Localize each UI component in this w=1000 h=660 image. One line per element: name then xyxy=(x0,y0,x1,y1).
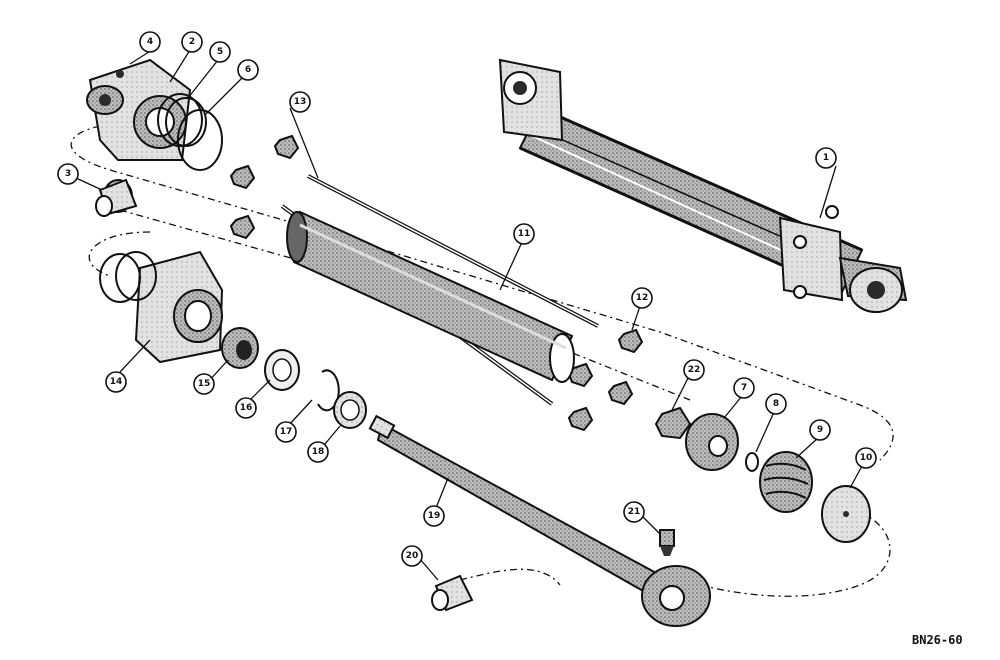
callout-14-label: 14 xyxy=(110,377,123,387)
callout-21-label: 21 xyxy=(628,507,641,517)
piston-nut xyxy=(654,406,692,440)
grease-fitting xyxy=(659,529,675,556)
assembly-guide-lines xyxy=(70,125,894,597)
callout-18: 18 xyxy=(307,441,329,463)
callout-1-label: 1 xyxy=(823,153,829,163)
callout-16: 16 xyxy=(235,397,257,419)
callout-12-label: 12 xyxy=(636,293,649,303)
callout-16-label: 16 xyxy=(240,403,253,413)
bushing-3 xyxy=(95,178,138,217)
callout-5: 5 xyxy=(209,41,231,63)
callout-17: 17 xyxy=(275,421,297,443)
rod-seal xyxy=(221,327,259,369)
callout-20: 20 xyxy=(401,545,423,567)
washer-16 xyxy=(264,349,300,391)
callout-5-label: 5 xyxy=(217,47,223,57)
callout-8: 8 xyxy=(765,393,787,415)
callout-13: 13 xyxy=(289,91,311,113)
callout-4: 4 xyxy=(139,31,161,53)
callout-13-label: 13 xyxy=(294,97,307,107)
callout-2: 2 xyxy=(181,31,203,53)
callout-21: 21 xyxy=(623,501,645,523)
cylinder-tube xyxy=(286,210,575,383)
packing-rings xyxy=(157,93,207,147)
callout-11-label: 11 xyxy=(518,229,531,239)
callout-1: 1 xyxy=(815,147,837,169)
callout-18-label: 18 xyxy=(312,447,325,457)
callout-7-label: 7 xyxy=(741,383,747,393)
cylinder-cap xyxy=(86,58,192,161)
callout-3: 3 xyxy=(57,163,79,185)
piston-packing xyxy=(759,451,813,513)
callout-7: 7 xyxy=(733,377,755,399)
callout-14: 14 xyxy=(105,371,127,393)
piston-plate xyxy=(821,485,871,543)
snap-ring-17 xyxy=(317,369,340,412)
o-ring-8 xyxy=(745,452,759,472)
callout-6-label: 6 xyxy=(245,65,251,75)
callout-20-label: 20 xyxy=(406,551,419,561)
callout-2-label: 2 xyxy=(189,37,195,47)
callout-6: 6 xyxy=(237,59,259,81)
bushing-20 xyxy=(431,574,474,612)
assembled-cylinder xyxy=(498,58,908,313)
diagram-code: BN26-60 xyxy=(912,633,963,647)
callout-11: 11 xyxy=(513,223,535,245)
piston xyxy=(685,413,739,471)
callout-22: 22 xyxy=(683,359,705,381)
o-ring-6 xyxy=(177,109,223,171)
callout-3-label: 3 xyxy=(65,169,71,179)
callout-15-label: 15 xyxy=(198,379,211,389)
callout-9: 9 xyxy=(809,419,831,441)
callout-12: 12 xyxy=(631,287,653,309)
callout-15: 15 xyxy=(193,373,215,395)
wiper-18 xyxy=(333,391,367,429)
callout-10-label: 10 xyxy=(860,453,873,463)
callout-19: 19 xyxy=(423,505,445,527)
piston-rod xyxy=(368,414,711,627)
tie-rod-nuts xyxy=(229,134,644,432)
callout-9-label: 9 xyxy=(817,425,823,435)
callout-22-label: 22 xyxy=(688,365,701,375)
cylinder-head xyxy=(99,250,224,364)
callout-4-label: 4 xyxy=(147,37,153,47)
callout-8-label: 8 xyxy=(773,399,779,409)
callout-17-label: 17 xyxy=(280,427,293,437)
callout-10: 10 xyxy=(855,447,877,469)
callout-19-label: 19 xyxy=(428,511,441,521)
